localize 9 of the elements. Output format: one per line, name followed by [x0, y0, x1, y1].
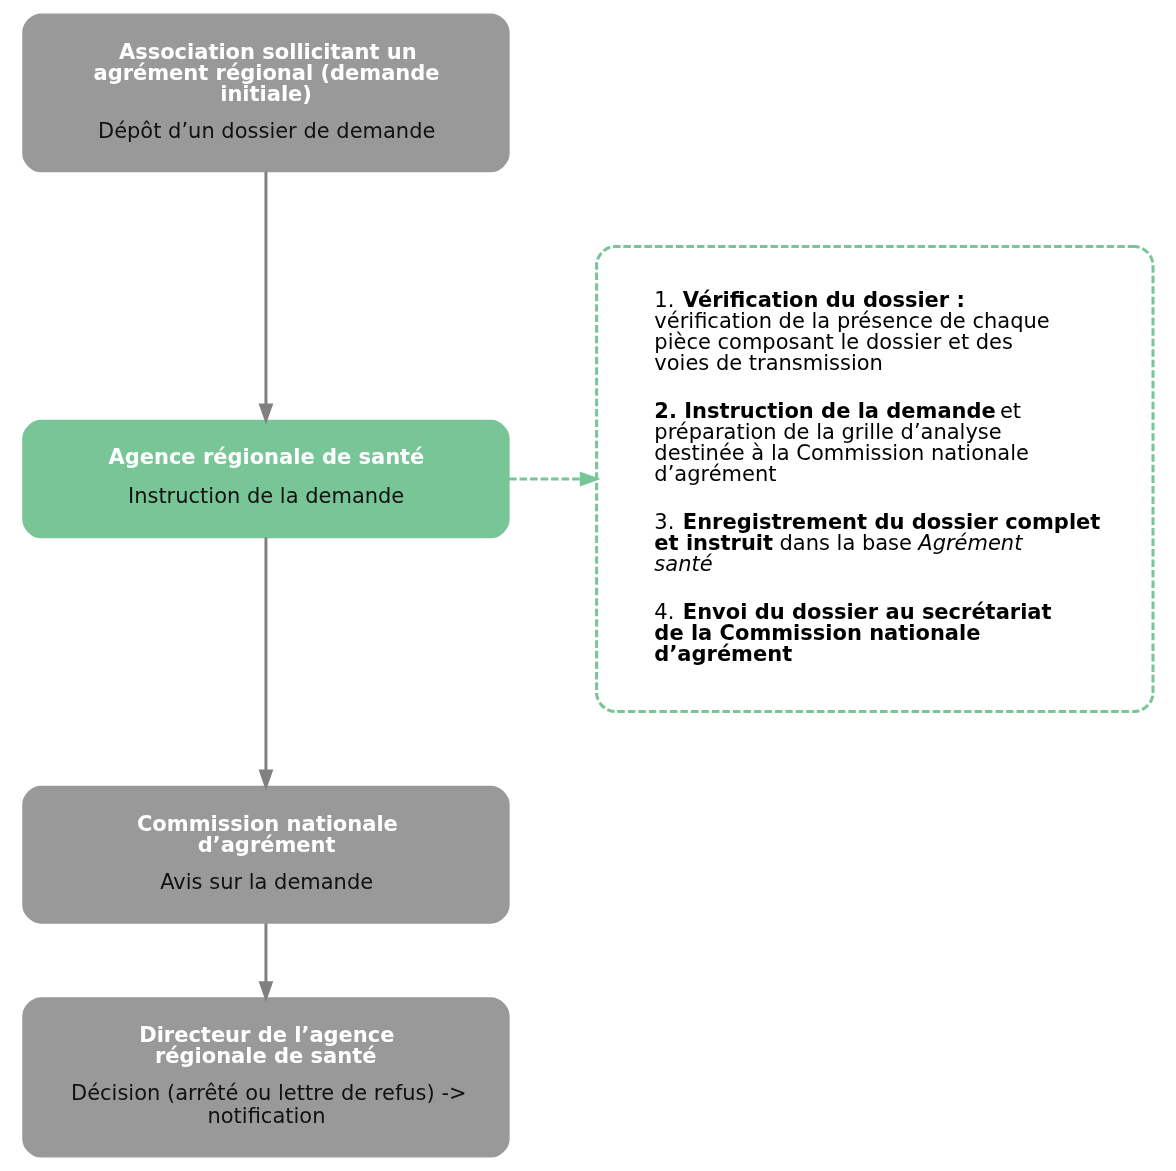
node-box: Agence régionale de santé Instruction de la demande: [22, 419, 510, 539]
arrow: [509, 471, 601, 487]
arrow: [258, 171, 274, 425]
node-box: 1. Vérification du dossier : vérification de la présence de chaque pièce composant le dossier et des voies de transmission 2. Instruction de la demande et préparation de la grille d’analyse destinée à la Commission nationale d’agrément 3. Enregistrement du dossier complet et instruit dans la base Agrément santé 4. Envoi du dossier au secrétariat de la Commission nationale d’agrément: [595, 245, 1155, 713]
node-box: Association sollicitant un agrément régional (demande initiale) Dépôt d’un dossier de demande: [22, 13, 510, 173]
arrow: [258, 923, 274, 1003]
node-box: Commission nationale d’agrément Avis sur la demande: [22, 785, 510, 924]
node-box: Directeur de l’agence régionale de santé Décision (arrêté ou lettre de refus) -> notification: [22, 997, 510, 1158]
arrow: [258, 537, 274, 791]
